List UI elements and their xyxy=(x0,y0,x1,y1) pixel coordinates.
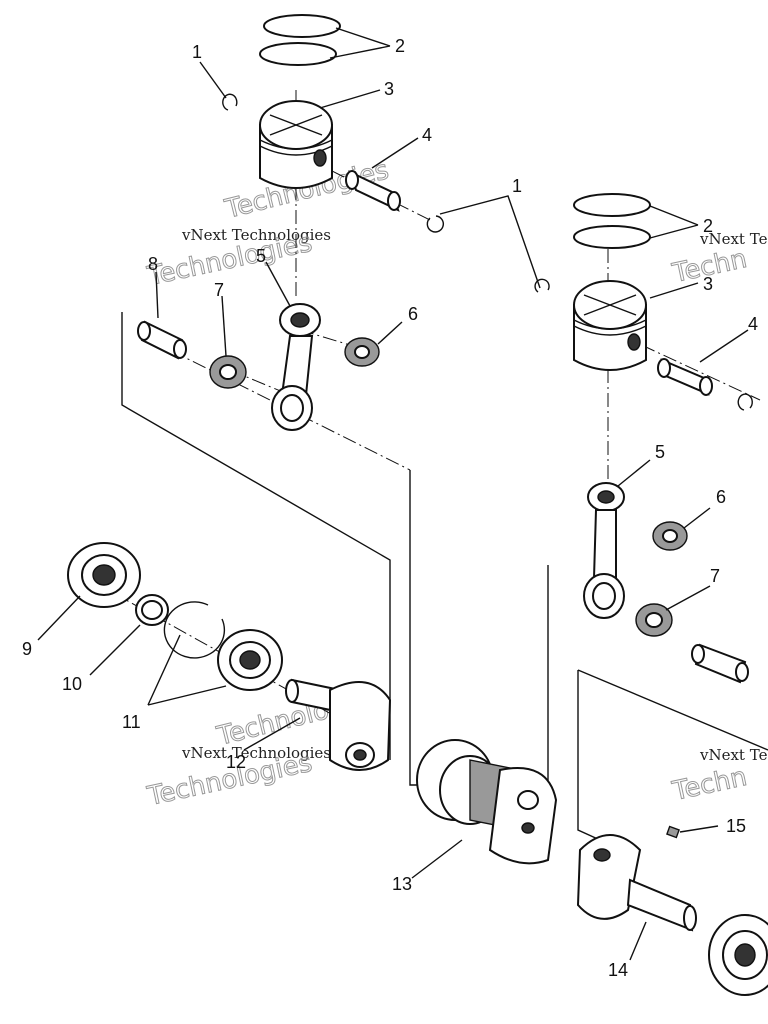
woodruff-key xyxy=(666,825,680,839)
callout-labels: 1 2 3 4 1 2 3 4 5 6 7 8 5 6 7 9 10 11 12… xyxy=(22,36,758,980)
left-needle-bearing-small xyxy=(344,337,380,367)
callout-7: 7 xyxy=(710,566,720,586)
right-piston xyxy=(573,280,647,371)
callout-3: 3 xyxy=(384,79,394,99)
center-crank-assembly xyxy=(416,739,558,865)
watermark-group: Technologies vNext Technologies Technolo… xyxy=(144,155,768,813)
callout-15: 15 xyxy=(726,816,746,836)
right-crank-half xyxy=(576,834,697,932)
left-spacer-sleeve xyxy=(137,320,187,360)
left-thrust-washer xyxy=(135,594,169,626)
assembly-lines xyxy=(89,90,768,841)
callout-3: 3 xyxy=(703,274,713,294)
callout-1: 1 xyxy=(192,42,202,62)
left-piston-rings xyxy=(259,14,341,66)
right-circlip-right xyxy=(737,393,753,411)
callout-12: 12 xyxy=(226,752,246,772)
watermark-text: vNext Technologies xyxy=(181,226,331,244)
left-connecting-rod xyxy=(271,303,321,431)
right-main-bearing xyxy=(708,914,768,996)
right-spacer-sleeve xyxy=(691,643,749,684)
right-circlip-left xyxy=(534,278,550,293)
left-snap-ring xyxy=(163,601,226,659)
callout-2: 2 xyxy=(395,36,405,56)
left-needle-bearing-big xyxy=(209,355,247,389)
right-connecting-rod xyxy=(583,482,625,619)
watermark-outline: Techn xyxy=(669,762,749,807)
right-piston-rings xyxy=(573,193,651,249)
right-piston-pin xyxy=(657,358,713,396)
left-crank-half xyxy=(285,678,392,771)
left-circlip-top xyxy=(222,93,238,111)
callout-4: 4 xyxy=(422,125,432,145)
callout-14: 14 xyxy=(608,960,628,980)
callout-6: 6 xyxy=(408,304,418,324)
left-piston xyxy=(259,100,333,189)
left-main-bearing-outer xyxy=(67,542,141,608)
right-needle-bearing-big xyxy=(635,603,673,637)
watermark-text: vNext Technologies xyxy=(181,744,331,762)
callout-1: 1 xyxy=(512,176,522,196)
callout-7: 7 xyxy=(214,280,224,300)
callout-9: 9 xyxy=(22,639,32,659)
callout-5: 5 xyxy=(256,246,266,266)
callout-11: 11 xyxy=(122,712,141,732)
right-needle-bearing-small xyxy=(652,521,688,551)
watermark-text: vNext Te xyxy=(699,230,768,248)
callout-5: 5 xyxy=(655,442,665,462)
callout-2: 2 xyxy=(703,216,713,236)
callout-6: 6 xyxy=(716,487,726,507)
left-main-bearing-inner xyxy=(217,629,283,691)
callout-8: 8 xyxy=(148,254,158,274)
leader-lines xyxy=(37,27,749,961)
left-piston-pin xyxy=(345,170,401,212)
left-circlip-right xyxy=(426,215,445,233)
callout-13: 13 xyxy=(392,874,412,894)
watermark-text: vNext Te xyxy=(699,746,768,764)
callout-10: 10 xyxy=(62,674,82,694)
callout-4: 4 xyxy=(748,314,758,334)
